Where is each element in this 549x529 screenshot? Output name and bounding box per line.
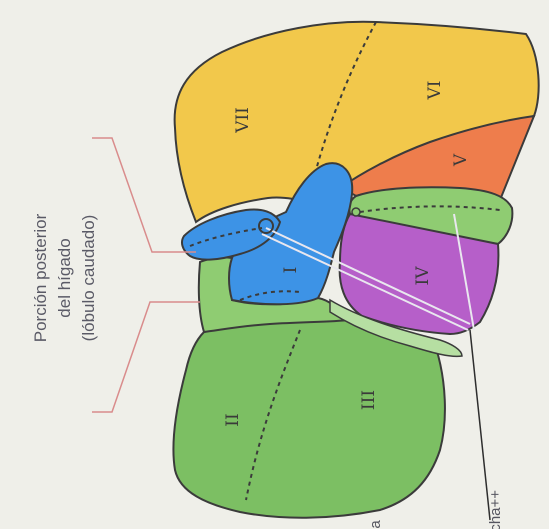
callout-line-3: (lóbulo caudado) [79,215,98,342]
segment-label-v: V [451,153,471,167]
small-node [352,208,360,216]
cutoff-text-ocha: ocha++ [487,490,504,529]
cutoff-text-rda: rda [367,520,384,529]
callout-line-1: Porción posterior [31,213,50,342]
segment-label-vii: VII [233,107,253,134]
callout-label: Porción posterior del hígado (lóbulo cau… [31,213,98,342]
segment-label-vi: VI [425,81,445,101]
segment-label-iv: IV [413,266,433,286]
segment-label-ii: II [223,413,243,426]
segment-ii-iii-region [173,320,444,518]
segment-label-i: I [281,267,301,274]
callout-line-2: del hígado [55,238,74,317]
segment-label-iii: III [359,390,379,410]
